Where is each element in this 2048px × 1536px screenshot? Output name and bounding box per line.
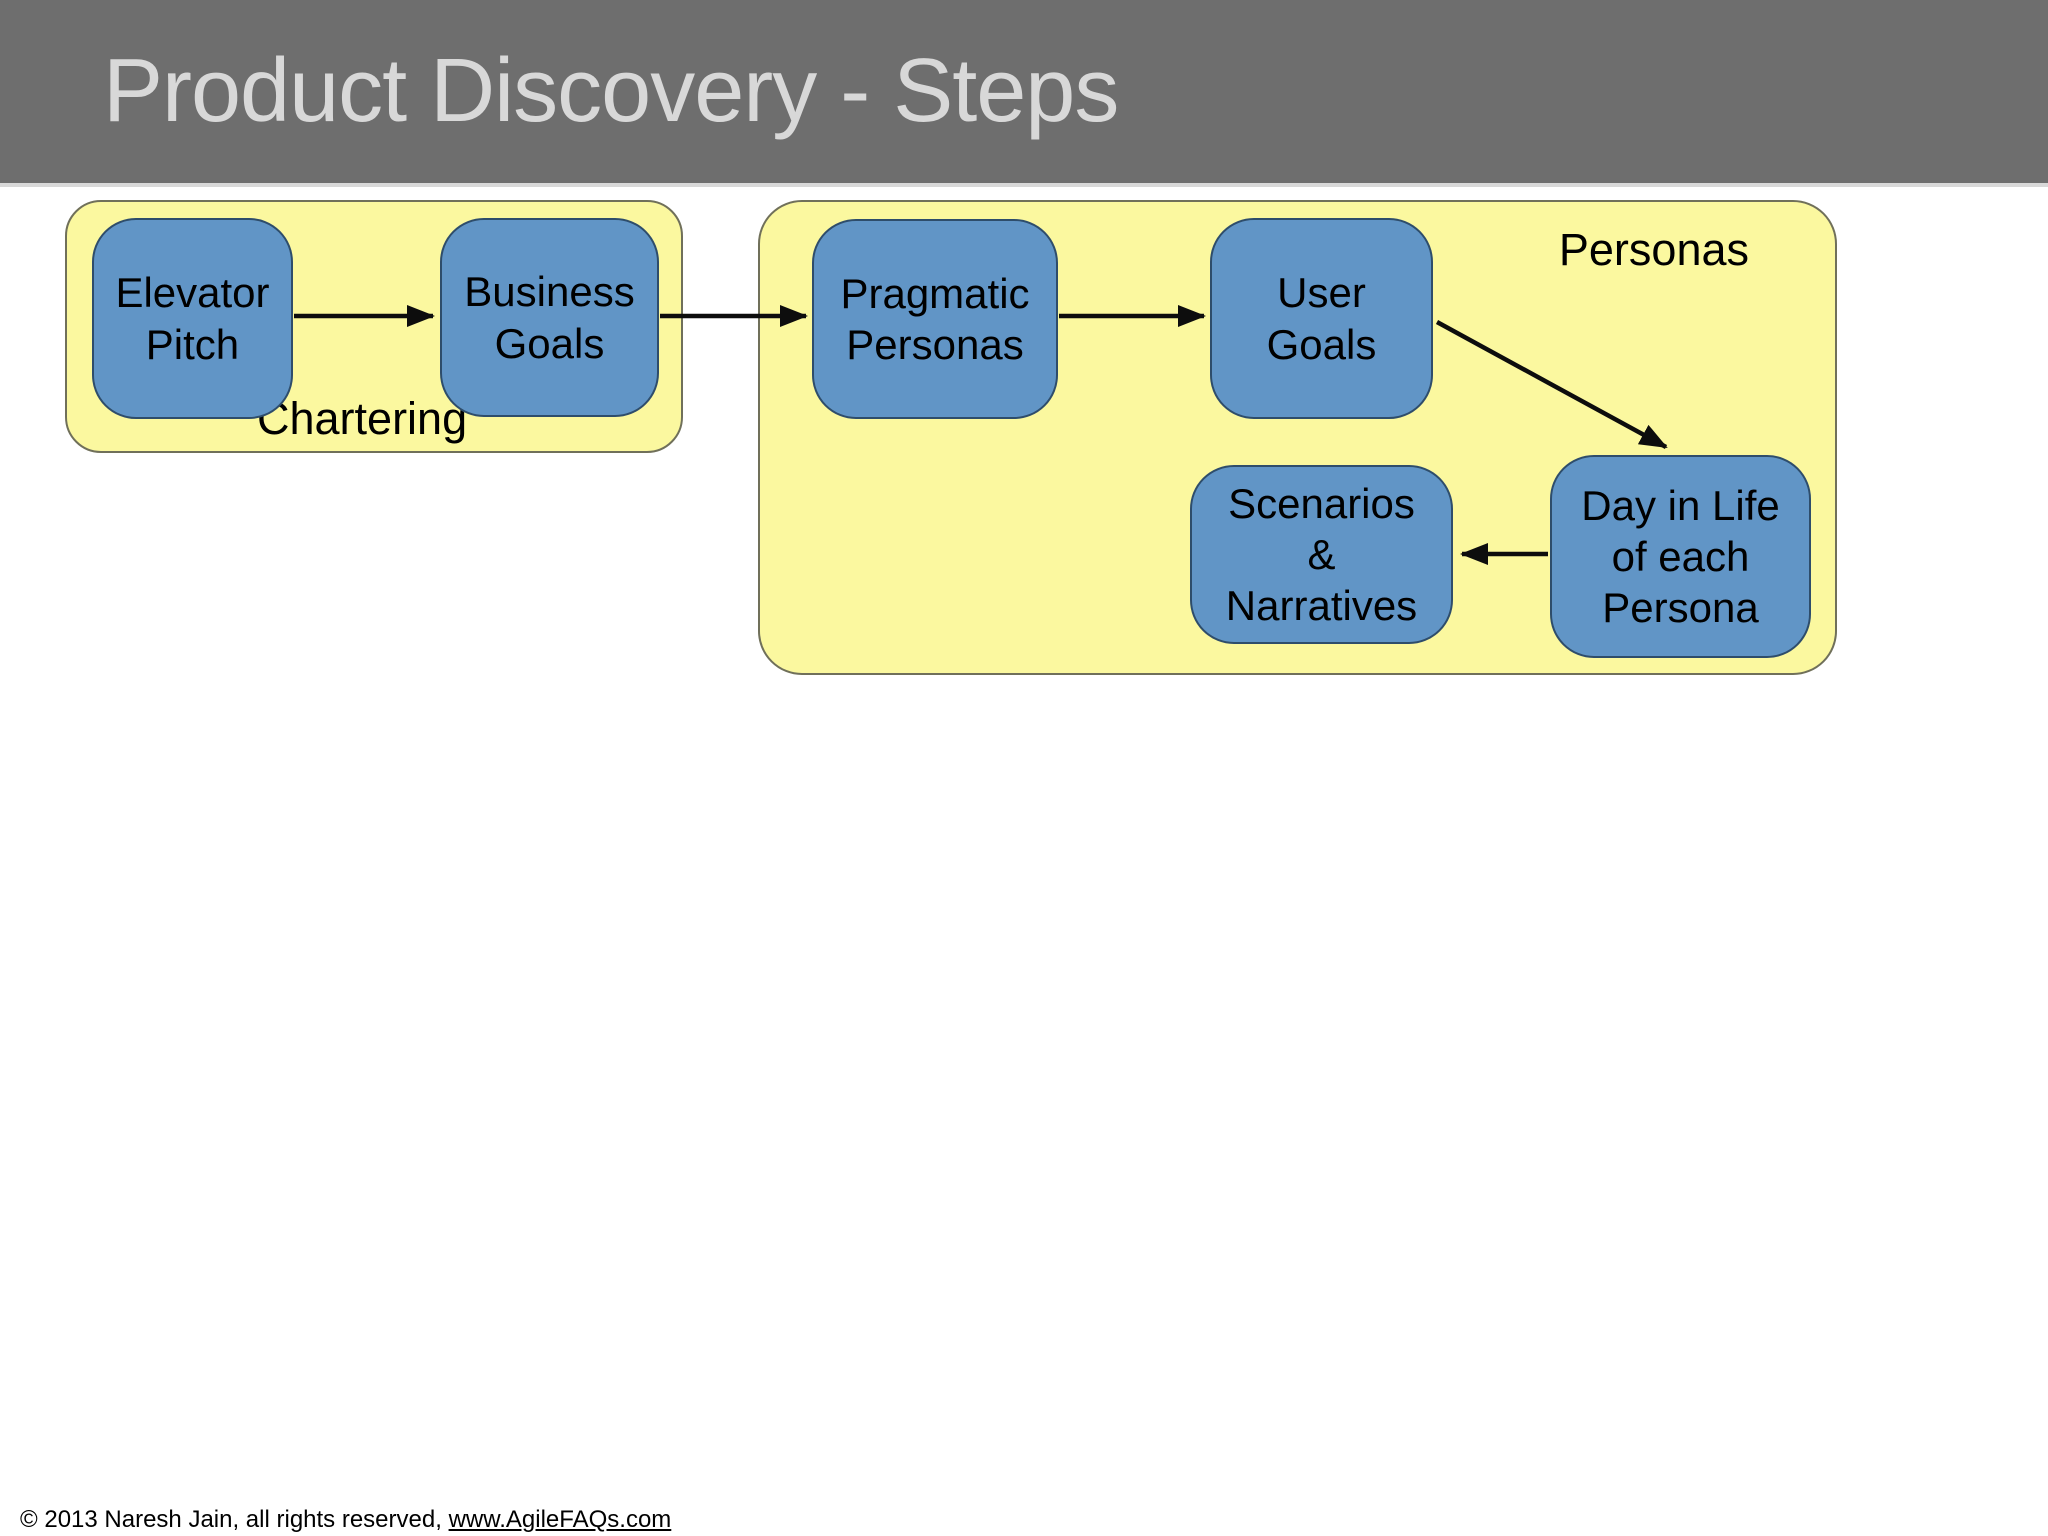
node-business-goals-label: Business Goals (464, 268, 635, 367)
slide-header: Product Discovery - Steps (0, 0, 2048, 183)
node-pragmatic-personas: Pragmatic Personas (812, 219, 1058, 419)
footer-copyright: © 2013 Naresh Jain, all rights reserved,… (20, 1506, 671, 1534)
group-chartering-label: Chartering (257, 393, 468, 444)
node-elevator-pitch: Elevator Pitch (92, 218, 293, 419)
node-user-goals: User Goals (1210, 218, 1433, 419)
node-elevator-pitch-label: Elevator Pitch (115, 269, 270, 368)
node-pragmatic-personas-label: Pragmatic Personas (840, 269, 1030, 368)
agilefaqs-link[interactable]: www.AgileFAQs.com (448, 1506, 672, 1533)
header-divider (0, 183, 2048, 187)
node-business-goals: Business Goals (440, 218, 659, 417)
copyright-text: © 2013 Naresh Jain, all rights reserved, (20, 1506, 449, 1533)
node-day-in-life: Day in Life of each Persona (1550, 455, 1811, 658)
page-title: Product Discovery - Steps (103, 41, 1119, 141)
node-user-goals-label: User Goals (1266, 269, 1377, 368)
group-personas-label: Personas (1558, 224, 1749, 275)
node-day-in-life-label: Day in Life of each Persona (1581, 481, 1780, 632)
node-scenarios-narratives-label: Scenarios & Narratives (1225, 479, 1418, 630)
node-scenarios-narratives: Scenarios & Narratives (1190, 465, 1453, 644)
